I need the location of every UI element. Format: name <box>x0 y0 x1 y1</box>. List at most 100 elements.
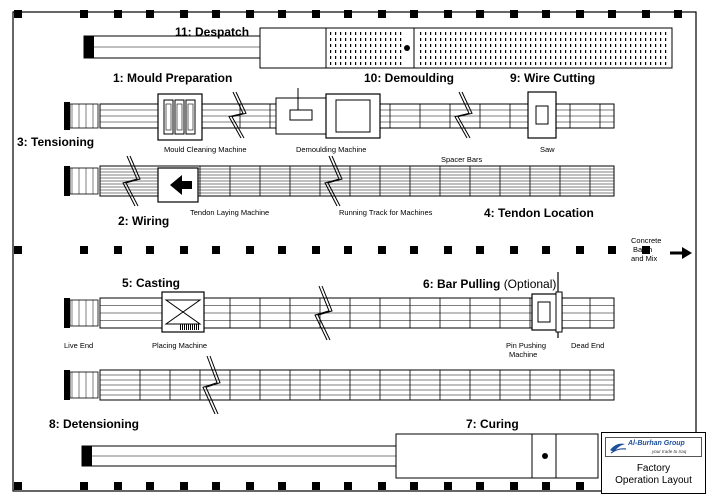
stack-slat <box>340 56 342 59</box>
stack-slat <box>640 50 642 53</box>
stack-slat <box>445 38 447 41</box>
stack-slat <box>590 32 592 35</box>
stack-slat <box>470 56 472 59</box>
stack-slat <box>450 44 452 47</box>
stack-slat <box>565 50 567 53</box>
stack-slat <box>625 50 627 53</box>
stack-slat <box>525 38 527 41</box>
stack-slat <box>575 62 577 65</box>
stack-slat <box>630 50 632 53</box>
label-pin-pushing-line1: Pin Pushing <box>506 341 547 350</box>
stack-slat <box>330 32 332 35</box>
stack-slat <box>500 44 502 47</box>
break-mark-inner <box>202 355 218 415</box>
stack-slat <box>400 44 402 47</box>
stack-slat <box>470 62 472 65</box>
stack-slat <box>645 50 647 53</box>
anchor-block <box>64 166 70 196</box>
stack-slat <box>560 38 562 41</box>
stack-slat <box>660 56 662 59</box>
jack-frame <box>69 371 99 399</box>
stack-slat <box>495 50 497 53</box>
cleaning-brush-inner <box>187 103 194 131</box>
label-concrete-1: Concrete <box>631 236 662 245</box>
stack-slat <box>450 38 452 41</box>
bed2-break-b <box>327 155 343 207</box>
stack-slat <box>595 38 597 41</box>
stack-slat <box>380 38 382 41</box>
column-square <box>146 246 154 254</box>
column-square <box>542 246 550 254</box>
stack-slat <box>365 56 367 59</box>
placing-vent <box>192 324 193 330</box>
stack-slat <box>430 62 432 65</box>
stack-slat <box>355 56 357 59</box>
label-tendon-laying-machine: Tendon Laying Machine <box>190 208 270 217</box>
stage-label-curing: 7: Curing <box>466 417 519 431</box>
label-placing-machine: Placing Machine <box>152 341 208 350</box>
stack-slat <box>570 32 572 35</box>
stack-slat <box>425 32 427 35</box>
column-square <box>212 10 220 18</box>
stack-slat <box>350 44 352 47</box>
stack-slat <box>585 32 587 35</box>
stack-slat <box>455 56 457 59</box>
column-square <box>510 246 518 254</box>
stack-slat <box>610 38 612 41</box>
stack-slat <box>435 32 437 35</box>
stack-slat <box>375 44 377 47</box>
stack-slat <box>565 38 567 41</box>
break-mark-inner <box>122 155 138 207</box>
jack-frame <box>69 299 99 327</box>
stack-slat <box>390 38 392 41</box>
label-live-end: Live End <box>64 341 94 350</box>
column-square <box>278 246 286 254</box>
stack-slat <box>455 62 457 65</box>
stack-slat <box>490 62 492 65</box>
stack-slat <box>330 56 332 59</box>
stack-slat <box>575 50 577 53</box>
stack-slat <box>655 32 657 35</box>
stack-slat <box>570 44 572 47</box>
stack-slat <box>495 32 497 35</box>
stack-slat <box>430 32 432 35</box>
demoulding-machine <box>325 93 381 139</box>
stack-slat <box>535 44 537 47</box>
stack-slat <box>375 56 377 59</box>
stack-slat <box>490 50 492 53</box>
column-square <box>608 246 616 254</box>
stack-slat <box>595 62 597 65</box>
stack-slat <box>575 32 577 35</box>
stack-slat <box>650 38 652 41</box>
stack-slat <box>385 50 387 53</box>
stack-slat <box>630 32 632 35</box>
stack-slat <box>430 44 432 47</box>
stack-slat <box>560 56 562 59</box>
stack-slat <box>570 62 572 65</box>
stack-slat <box>475 32 477 35</box>
stack-slat <box>380 62 382 65</box>
stack-slat <box>600 56 602 59</box>
stack-slat <box>525 32 527 35</box>
stack-slat <box>535 32 537 35</box>
placing-vent <box>182 324 183 330</box>
stack-slat <box>610 56 612 59</box>
stage-label-demoulding: 10: Demoulding <box>364 71 455 85</box>
stack-slat <box>440 50 442 53</box>
column-square <box>180 246 188 254</box>
stack-slat <box>340 38 342 41</box>
stack-slat <box>420 50 422 53</box>
stack-slat <box>650 32 652 35</box>
stack-slat <box>465 50 467 53</box>
stack-slat <box>555 38 557 41</box>
stage-label-wire-cutting: 9: Wire Cutting <box>510 71 596 85</box>
cleaning-brush <box>185 99 196 135</box>
cleaning-brush <box>174 99 185 135</box>
stack-slat <box>615 44 617 47</box>
stack-slat <box>485 44 487 47</box>
stack-slat <box>375 62 377 65</box>
brand-banner: Al-Burhan Group your trade to Iraq <box>605 437 702 457</box>
stack-slat <box>550 38 552 41</box>
stack-slat <box>425 50 427 53</box>
stack-slat <box>355 50 357 53</box>
